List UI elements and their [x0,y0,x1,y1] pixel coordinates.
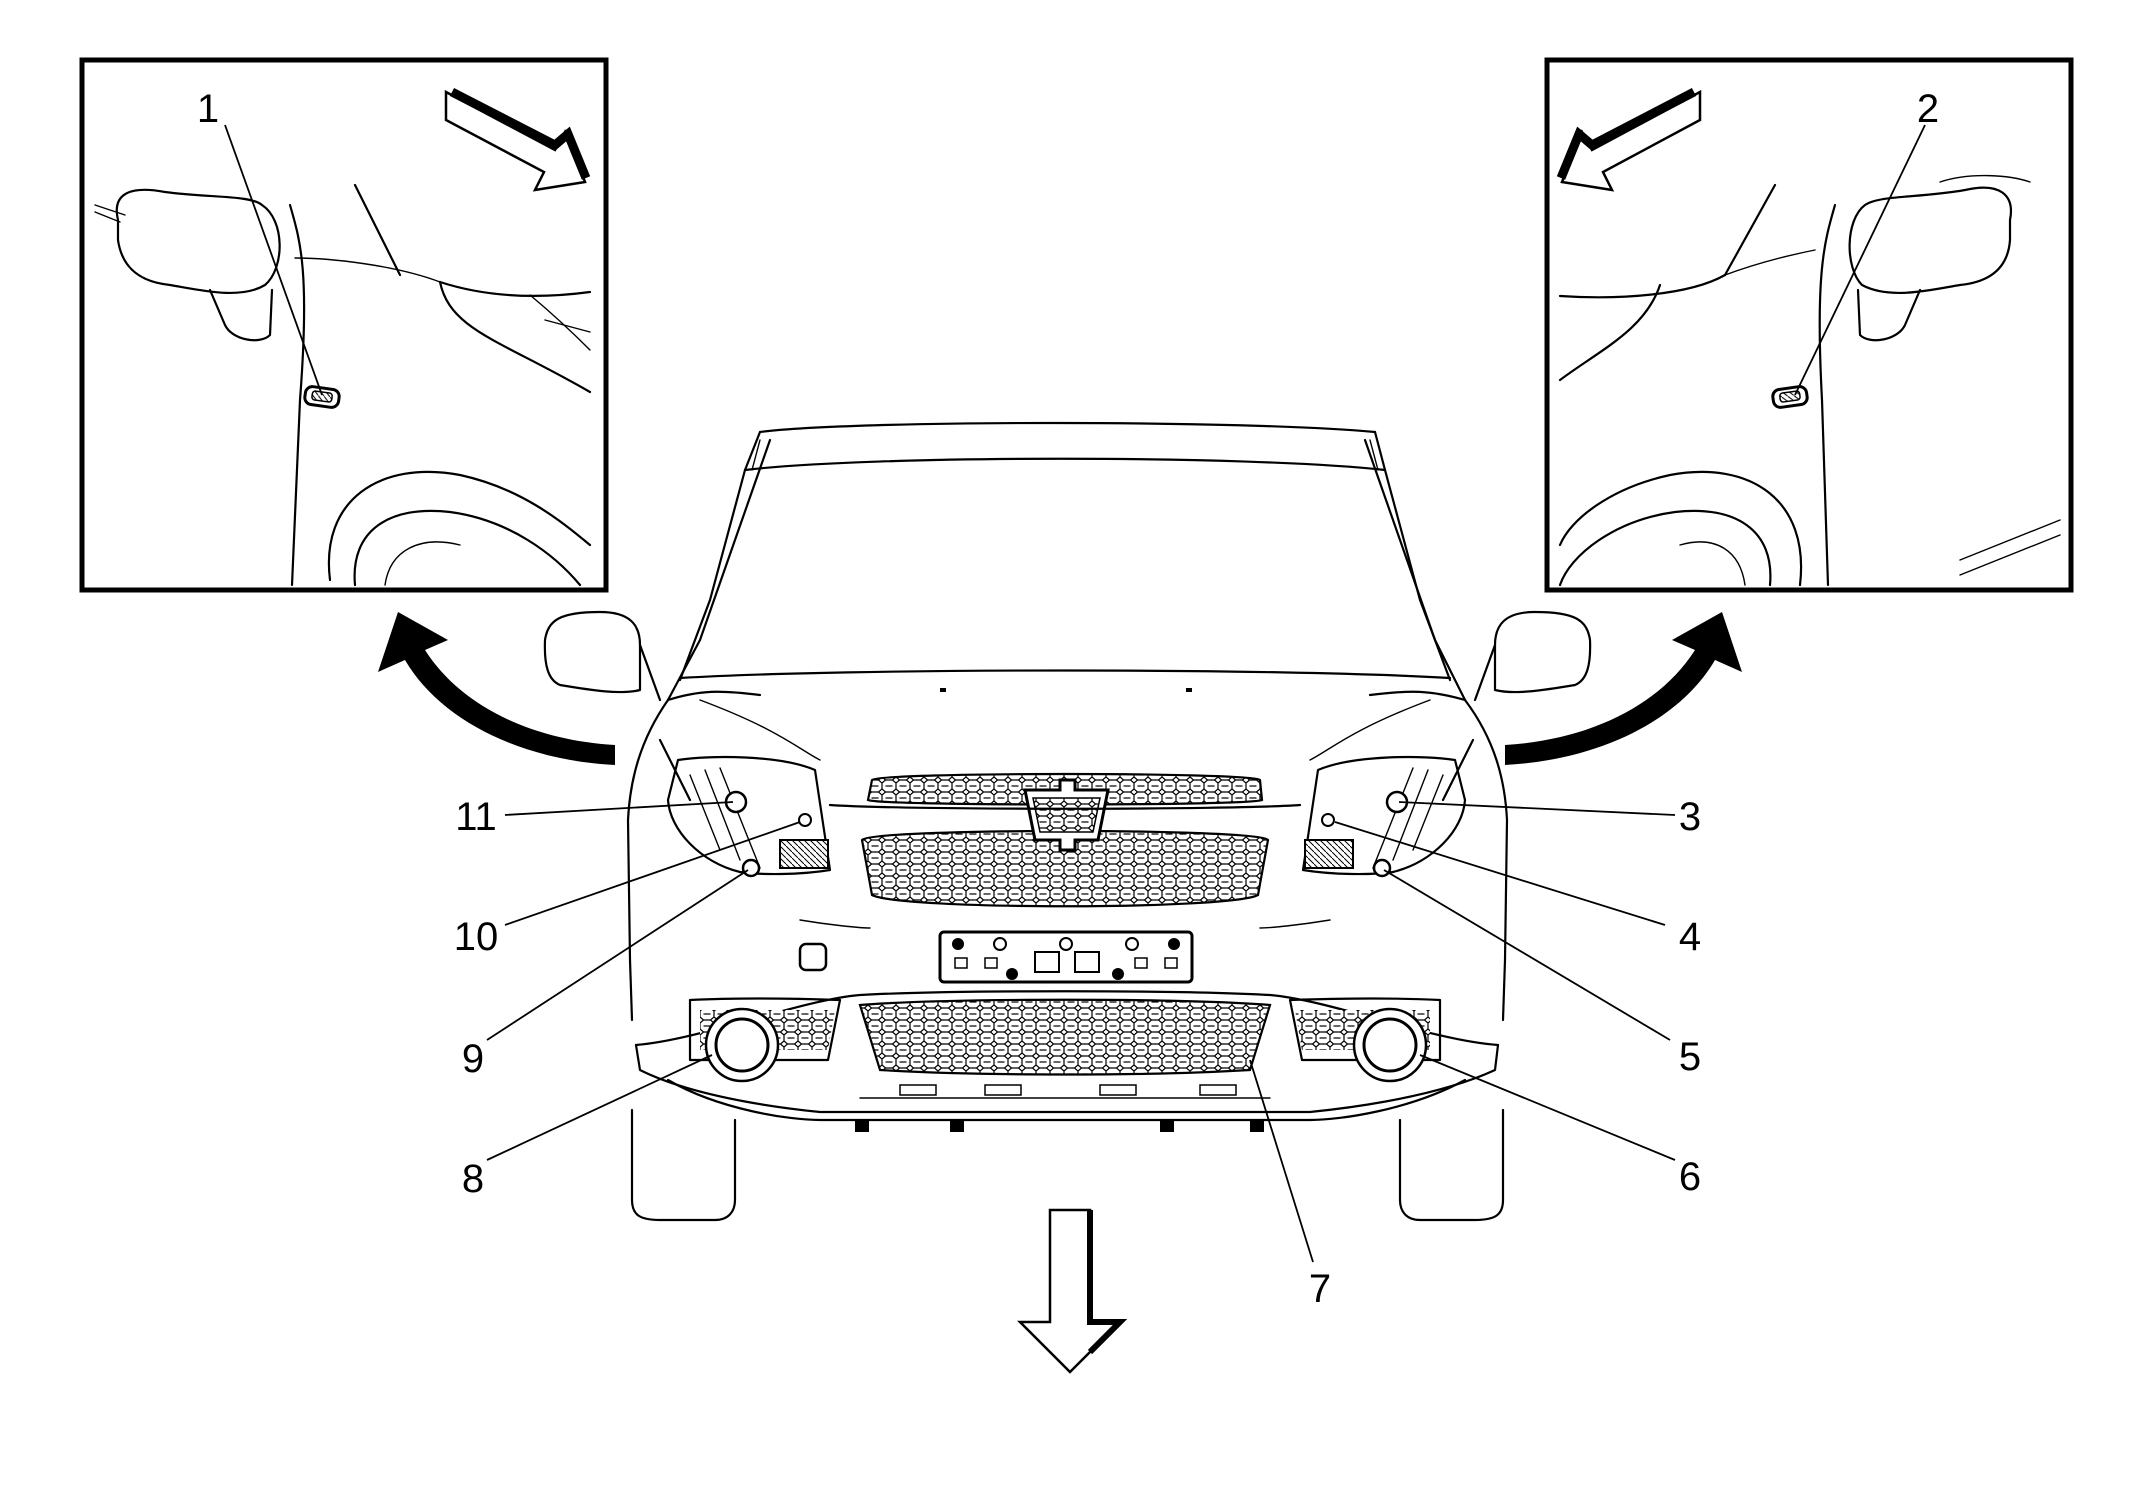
callout-7: 7 [1309,1267,1331,1311]
leader-lines [224,124,1926,1263]
callout-4: 4 [1679,915,1701,959]
callout-8: 8 [462,1157,484,1201]
callout-9: 9 [462,1037,484,1081]
callout-3: 3 [1679,795,1701,839]
callout-2: 2 [1917,87,1939,131]
callout-11: 11 [455,795,497,839]
callout-6: 6 [1679,1155,1701,1199]
right-detail-inset [1544,57,2074,593]
direction-arrow-icon [444,87,591,192]
vehicle-front-view [543,421,1592,1222]
left-detail-inset [79,57,609,593]
callout-1: 1 [197,87,219,131]
forward-direction-arrow-icon [1016,1208,1128,1374]
callout-10: 10 [454,915,499,959]
callout-labels: 1 2 3 4 5 6 7 8 9 10 11 [197,87,1939,1311]
curved-arrow-right-icon [1505,612,1742,765]
direction-arrow-icon [1556,88,1702,192]
callout-5: 5 [1679,1035,1701,1079]
curved-arrow-left-icon [378,612,615,765]
